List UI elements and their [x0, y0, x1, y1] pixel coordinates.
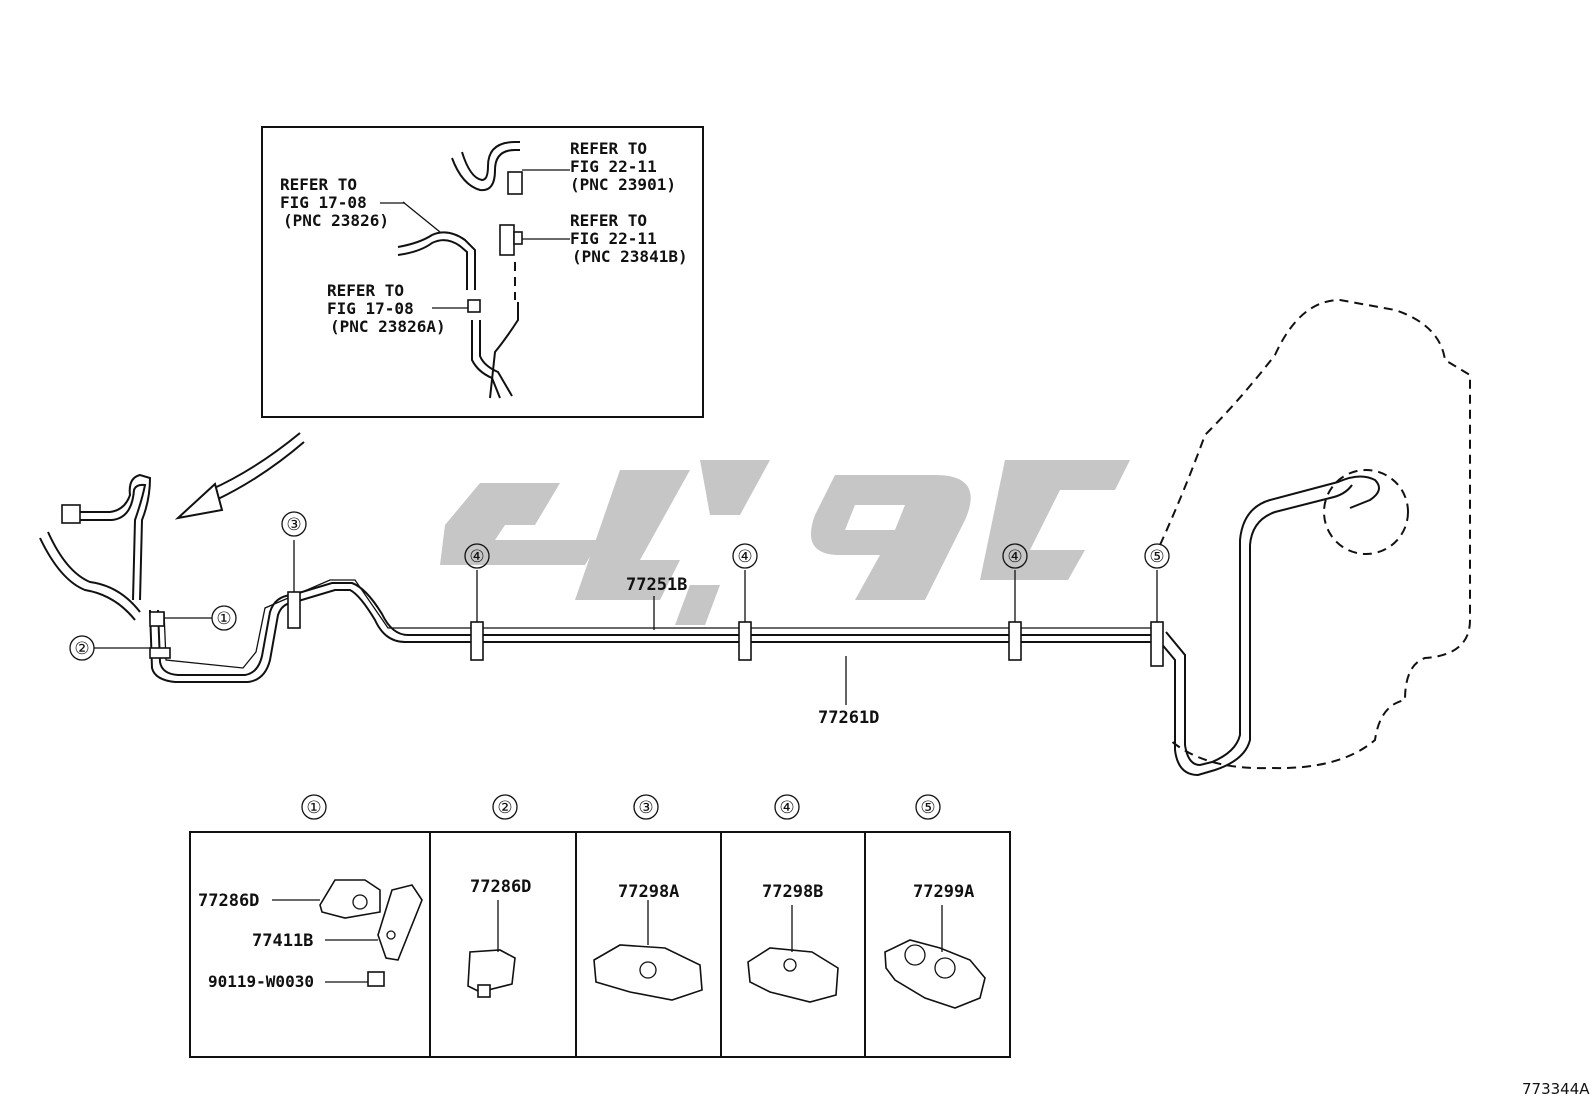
- main-markers: ① ② ③ ④ ④ ④ ⑤: [69, 511, 1170, 661]
- ref1-line3: (PNC 23901): [570, 175, 676, 194]
- part-77298B: 77298B: [762, 882, 823, 902]
- table-header-5: ⑤: [920, 798, 935, 818]
- marker-3: ③: [286, 515, 301, 535]
- marker-4a: ④: [469, 547, 484, 567]
- ref1-line2: FIG 22-11: [570, 157, 657, 176]
- part-77298A: 77298A: [618, 882, 679, 902]
- clip-77298B-drawing: [747, 947, 839, 1003]
- table-header-2: ②: [497, 798, 512, 818]
- tube-lower-label: 77261D: [818, 708, 879, 728]
- inset-box: [261, 126, 704, 418]
- marker-4c: ④: [1007, 547, 1022, 567]
- table-header-4: ④: [779, 798, 794, 818]
- table-header-3: ③: [638, 798, 653, 818]
- table-header-1: ①: [306, 798, 321, 818]
- clip-4c: [1008, 621, 1022, 661]
- marker-1: ①: [216, 609, 231, 629]
- fuel-tank-outline: [1159, 298, 1471, 770]
- ref2-line3: (PNC 23826): [283, 211, 389, 230]
- ref3-line3: (PNC 23841B): [572, 247, 688, 266]
- clip-3: [287, 591, 301, 629]
- marker-5: ⑤: [1149, 547, 1164, 567]
- clip-77286D-b-drawing: [467, 949, 516, 993]
- ref4-line2: FIG 17-08: [327, 299, 414, 318]
- parts-table: ① ② ③ ④ ⑤ 77286D 77411B 90119-W0030 7728…: [189, 794, 1011, 1058]
- clip-1: [149, 611, 165, 627]
- part-77286D-a: 77286D: [198, 891, 259, 911]
- bolt-drawing: [367, 971, 385, 987]
- clip-77299A-drawing: [884, 939, 986, 1009]
- bracket-77411B-drawing: [377, 884, 423, 961]
- ref1-line1: REFER TO: [570, 139, 647, 158]
- marker-4b: ④: [737, 547, 752, 567]
- part-77299A: 77299A: [913, 882, 974, 902]
- ref4-line3: (PNC 23826A): [330, 317, 446, 336]
- clip-2: [149, 647, 171, 659]
- part-77411B: 77411B: [252, 931, 313, 951]
- tube-upper-label: 77251B: [626, 575, 687, 595]
- ref4-line1: REFER TO: [327, 281, 404, 300]
- clip-4b: [738, 621, 752, 661]
- ref2-line2: FIG 17-08: [280, 193, 367, 212]
- front-hoses: [39, 473, 152, 621]
- ref3-line1: REFER TO: [570, 211, 647, 230]
- inset-drawing: [397, 141, 570, 399]
- inset-callouts: REFER TO FIG 22-11 (PNC 23901) REFER TO …: [280, 139, 688, 336]
- part-90119-W0030: 90119-W0030: [208, 972, 314, 991]
- main-tube-bundle: [149, 475, 1380, 777]
- pointer-arrow: [209, 432, 305, 501]
- part-77286D-b: 77286D: [470, 877, 531, 897]
- marker-2: ②: [74, 639, 89, 659]
- watermark-logo: [440, 460, 1130, 625]
- filler-ring: [1323, 469, 1409, 555]
- ref3-line2: FIG 22-11: [570, 229, 657, 248]
- clip-4a: [470, 621, 484, 661]
- clip-5: [1150, 621, 1164, 667]
- clip-77286D-drawing: [319, 879, 381, 919]
- figure-id: 773344A: [1522, 1080, 1590, 1098]
- ref2-line1: REFER TO: [280, 175, 357, 194]
- clip-77298A-drawing: [593, 944, 703, 1001]
